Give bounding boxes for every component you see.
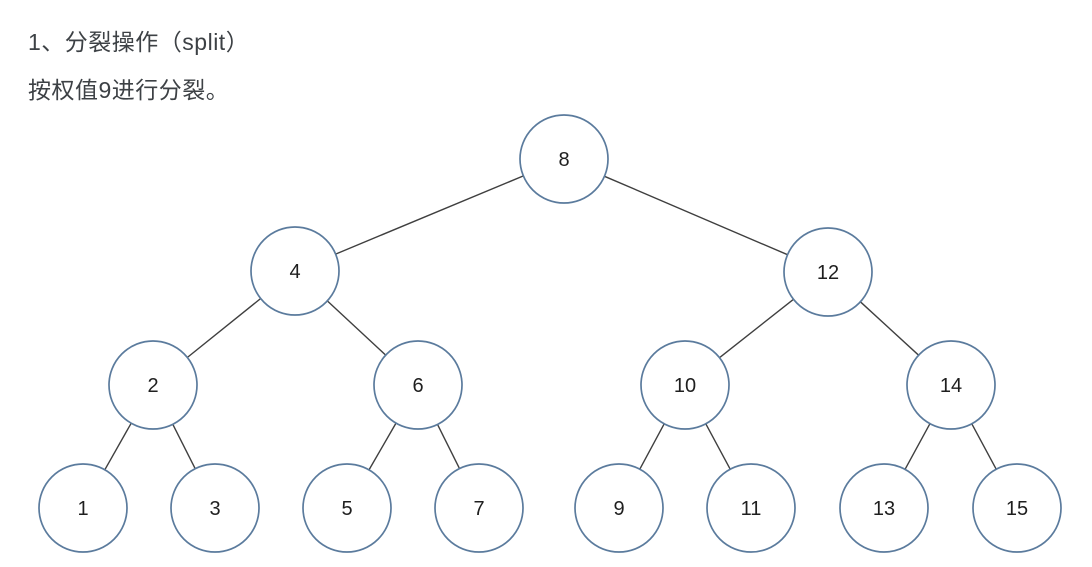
node-circle-3 <box>170 463 260 553</box>
section-subtitle: 按权值9进行分裂。 <box>28 77 230 103</box>
node-circle-8 <box>519 114 609 204</box>
tree-node-6: 6 <box>373 340 463 430</box>
node-label-7: 7 <box>473 498 484 520</box>
section-title: 1、分裂操作（split） <box>28 29 250 55</box>
node-circle-14 <box>906 340 996 430</box>
tree-edge-14-13 <box>904 423 931 470</box>
tree-edge-2-1 <box>104 422 132 471</box>
tree-node-1: 1 <box>38 463 128 553</box>
node-label-1: 1 <box>77 498 88 520</box>
tree-node-3: 3 <box>170 463 260 553</box>
node-label-3: 3 <box>209 498 220 520</box>
node-circle-7 <box>434 463 524 553</box>
tree-node-7: 7 <box>434 463 524 553</box>
tree-node-5: 5 <box>302 463 392 553</box>
node-label-2: 2 <box>147 375 158 397</box>
node-circle-12 <box>783 227 873 317</box>
tree-node-8: 8 <box>519 114 609 204</box>
tree-edge-10-9 <box>639 423 665 470</box>
tree-node-9: 9 <box>574 463 664 553</box>
tree-edge-8-12 <box>604 175 788 256</box>
tree-edge-14-15 <box>971 423 997 470</box>
node-label-15: 15 <box>1006 498 1028 520</box>
node-label-6: 6 <box>412 375 423 397</box>
tree-node-10: 10 <box>640 340 730 430</box>
node-circle-4 <box>250 226 340 316</box>
node-label-12: 12 <box>817 262 839 284</box>
tree-node-12: 12 <box>783 227 873 317</box>
tree-edge-4-6 <box>326 300 387 356</box>
node-label-14: 14 <box>940 375 962 397</box>
tree-edge-12-14 <box>859 301 920 356</box>
tree-edge-6-7 <box>436 424 461 469</box>
node-circle-13 <box>839 463 929 553</box>
node-circle-2 <box>108 340 198 430</box>
node-label-4: 4 <box>289 261 300 283</box>
tree-node-11: 11 <box>706 463 796 553</box>
node-label-13: 13 <box>873 498 895 520</box>
node-circle-11 <box>706 463 796 553</box>
tree-edge-10-11 <box>705 423 731 470</box>
tree-node-14: 14 <box>906 340 996 430</box>
node-label-8: 8 <box>558 149 569 171</box>
node-circle-10 <box>640 340 730 430</box>
section-heading: 1、分裂操作（split） 按权值9进行分裂。 <box>28 18 249 114</box>
node-circle-9 <box>574 463 664 553</box>
tree-node-4: 4 <box>250 226 340 316</box>
tree-node-2: 2 <box>108 340 198 430</box>
node-label-11: 11 <box>741 498 762 520</box>
tree-edge-2-3 <box>172 423 196 470</box>
node-circle-1 <box>38 463 128 553</box>
tree-node-13: 13 <box>839 463 929 553</box>
tree-node-15: 15 <box>972 463 1062 553</box>
node-circle-5 <box>302 463 392 553</box>
node-label-10: 10 <box>674 375 696 397</box>
tree-edge-8-4 <box>335 175 524 255</box>
tree-edge-6-5 <box>368 422 397 471</box>
tree-edge-12-10 <box>719 298 794 359</box>
node-label-9: 9 <box>613 498 624 520</box>
tree-edge-4-2 <box>186 297 262 359</box>
node-circle-6 <box>373 340 463 430</box>
node-circle-15 <box>972 463 1062 553</box>
node-label-5: 5 <box>341 498 352 520</box>
